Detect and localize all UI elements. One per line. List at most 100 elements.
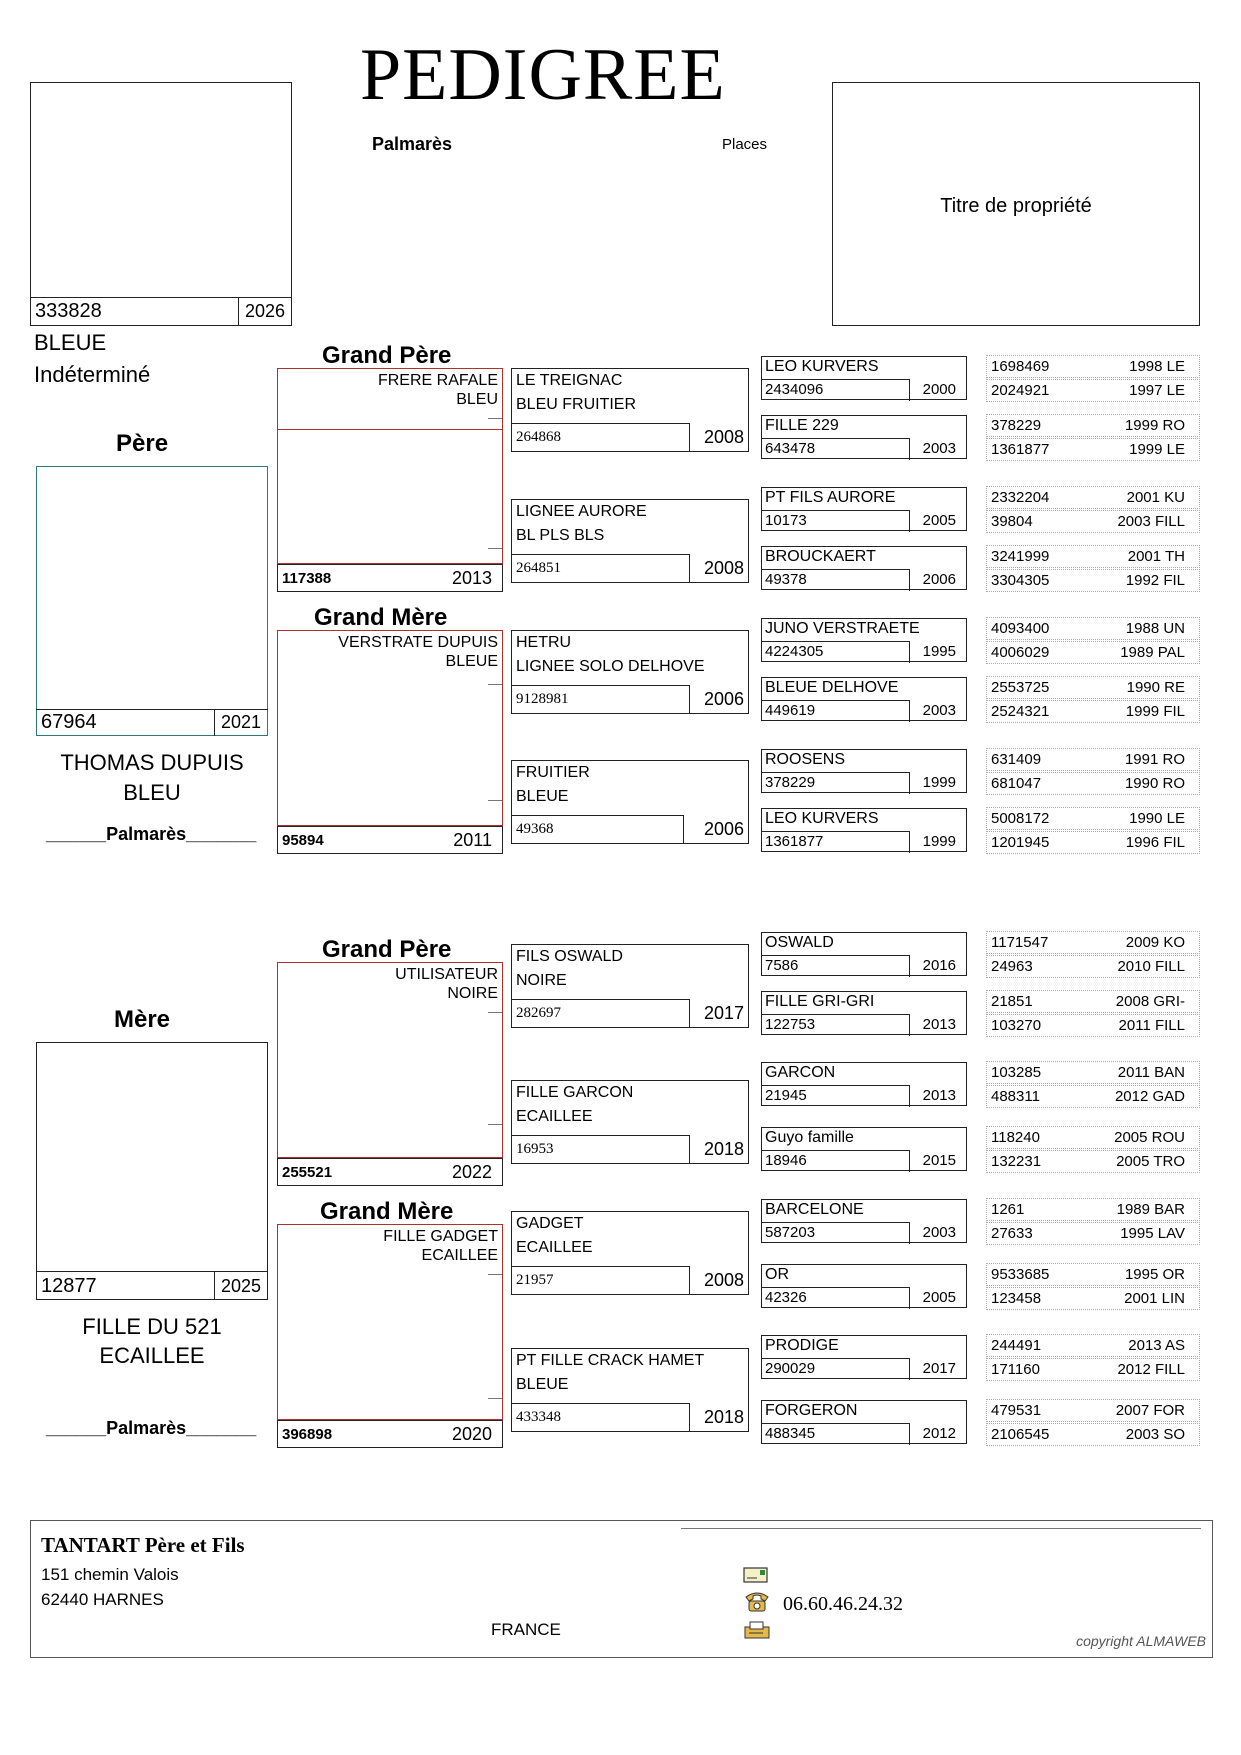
g4-ring: 2332204 xyxy=(991,489,1050,506)
g4-info: 2005 ROU xyxy=(1114,1129,1185,1146)
g4-info: 1990 RO xyxy=(1124,775,1185,792)
gp1-ring: 117388 xyxy=(282,570,332,587)
mere-palmares: ______Palmarès_______ xyxy=(46,1418,257,1438)
copyright: copyright ALMAWEB xyxy=(1076,1633,1206,1649)
g4-info: 2012 GAD xyxy=(1114,1088,1185,1105)
g3-name: Guyo famille xyxy=(765,1129,854,1146)
g4-ring: 631409 xyxy=(991,751,1042,768)
breeder-name: TANTART Père et Fils xyxy=(41,1533,245,1557)
g3-ring: 488345 xyxy=(762,1423,910,1445)
ggp-card: FRUITIER BLEUE 49368 2006 xyxy=(511,760,749,844)
g4-info: 2011 FILL xyxy=(1118,1017,1185,1034)
g3-year: 2013 xyxy=(922,1016,956,1033)
g3-name: PT FILS AURORE xyxy=(765,489,896,506)
breeder-city: 62440 HARNES xyxy=(41,1590,164,1609)
g4-ring: 9533685 xyxy=(991,1266,1050,1283)
g4-ring: 103285 xyxy=(991,1064,1042,1081)
mere-name: FILLE DU 521 xyxy=(82,1314,222,1339)
g3-ring: 42326 xyxy=(762,1287,910,1309)
gm2-color: ECAILLEE xyxy=(421,1247,498,1264)
g3-year: 2015 xyxy=(922,1152,956,1169)
breeder-footer: TANTART Père et Fils 151 chemin Valois 6… xyxy=(30,1520,1213,1658)
g4-pair: 9533685 1995 OR 123458 2001 LIN xyxy=(986,1263,1200,1311)
mere-color: ECAILLEE xyxy=(99,1343,205,1368)
g3-name: JUNO VERSTRAETE xyxy=(765,620,920,637)
g3-ring: 10173 xyxy=(762,510,910,532)
g3-year: 1999 xyxy=(922,833,956,850)
g4-info: 1999 LE xyxy=(1129,441,1185,458)
ggp-ring: 9128981 xyxy=(512,685,690,713)
ownership-box: Titre de propriété xyxy=(832,82,1200,326)
g4-info: 1996 FIL xyxy=(1125,834,1185,851)
gm1-card: VERSTRATE DUPUIS BLEUE xyxy=(277,630,503,826)
g4-info: 1991 RO xyxy=(1124,751,1185,768)
ggp-card: FILLE GARCON ECAILLEE 16953 2018 xyxy=(511,1080,749,1164)
g4-info: 1995 OR xyxy=(1124,1266,1185,1283)
ggp-year: 2006 xyxy=(703,819,744,839)
g3-name: OR xyxy=(765,1266,789,1283)
ggp-ring: 16953 xyxy=(512,1135,690,1163)
g3-name: BROUCKAERT xyxy=(765,548,876,565)
ggp-year: 2006 xyxy=(703,689,744,709)
g4-row: 631409 1991 RO xyxy=(986,748,1200,771)
phone-number: 06.60.46.24.32 xyxy=(783,1593,903,1615)
ggp-color: BLEU FRUITIER xyxy=(516,396,637,413)
g4-ring: 3241999 xyxy=(991,548,1050,565)
g3-ring: 122753 xyxy=(762,1014,910,1036)
g4-ring: 123458 xyxy=(991,1290,1042,1307)
g4-ring: 24963 xyxy=(991,958,1033,975)
g3-name: ROOSENS xyxy=(765,751,846,768)
subject-ring: 333828 xyxy=(35,300,102,322)
g4-info: 2009 KO xyxy=(1125,934,1185,951)
g4-ring: 27633 xyxy=(991,1225,1033,1242)
phone-icon xyxy=(745,1592,769,1612)
gm1-color: BLEUE xyxy=(445,653,498,670)
g4-ring: 21851 xyxy=(991,993,1033,1010)
mere-year: 2025 xyxy=(221,1276,262,1296)
g4-info: 2001 LIN xyxy=(1124,1290,1185,1307)
g3-ring: 449619 xyxy=(762,700,910,722)
subject-color: BLEUE xyxy=(34,330,107,355)
g4-ring: 4093400 xyxy=(991,620,1050,637)
ggp-year: 2008 xyxy=(703,427,744,447)
ggp-card: LE TREIGNAC BLEU FRUITIER 264868 2008 xyxy=(511,368,749,452)
ggp-color: NOIRE xyxy=(516,972,567,989)
page-title: PEDIGREE xyxy=(360,34,726,116)
gp1-heading: Grand Père xyxy=(322,342,452,369)
ggp-card: FILS OSWALD NOIRE 282697 2017 xyxy=(511,944,749,1028)
ggp-name: FRUITIER xyxy=(516,764,590,781)
ggp-ring: 282697 xyxy=(512,999,690,1027)
mere-ring: 12877 xyxy=(41,1275,97,1297)
g3-year: 2005 xyxy=(922,1289,956,1306)
pere-name: THOMAS DUPUIS xyxy=(60,750,244,775)
gp2-year: 2022 xyxy=(451,1162,492,1182)
g4-ring: 2553725 xyxy=(991,679,1050,696)
g3-name: BLEUE DELHOVE xyxy=(765,679,899,696)
g3-name: OSWALD xyxy=(765,934,834,951)
gm2-name: FILLE GADGET xyxy=(383,1228,498,1245)
gm1-ring-row: 95894 2011 xyxy=(277,826,503,854)
g4-info: 1999 FIL xyxy=(1125,703,1185,720)
g3-name: PRODIGE xyxy=(765,1337,839,1354)
gm2-heading: Grand Mère xyxy=(320,1198,454,1225)
g4-ring: 2106545 xyxy=(991,1426,1050,1443)
g4-info: 2001 TH xyxy=(1127,548,1185,565)
